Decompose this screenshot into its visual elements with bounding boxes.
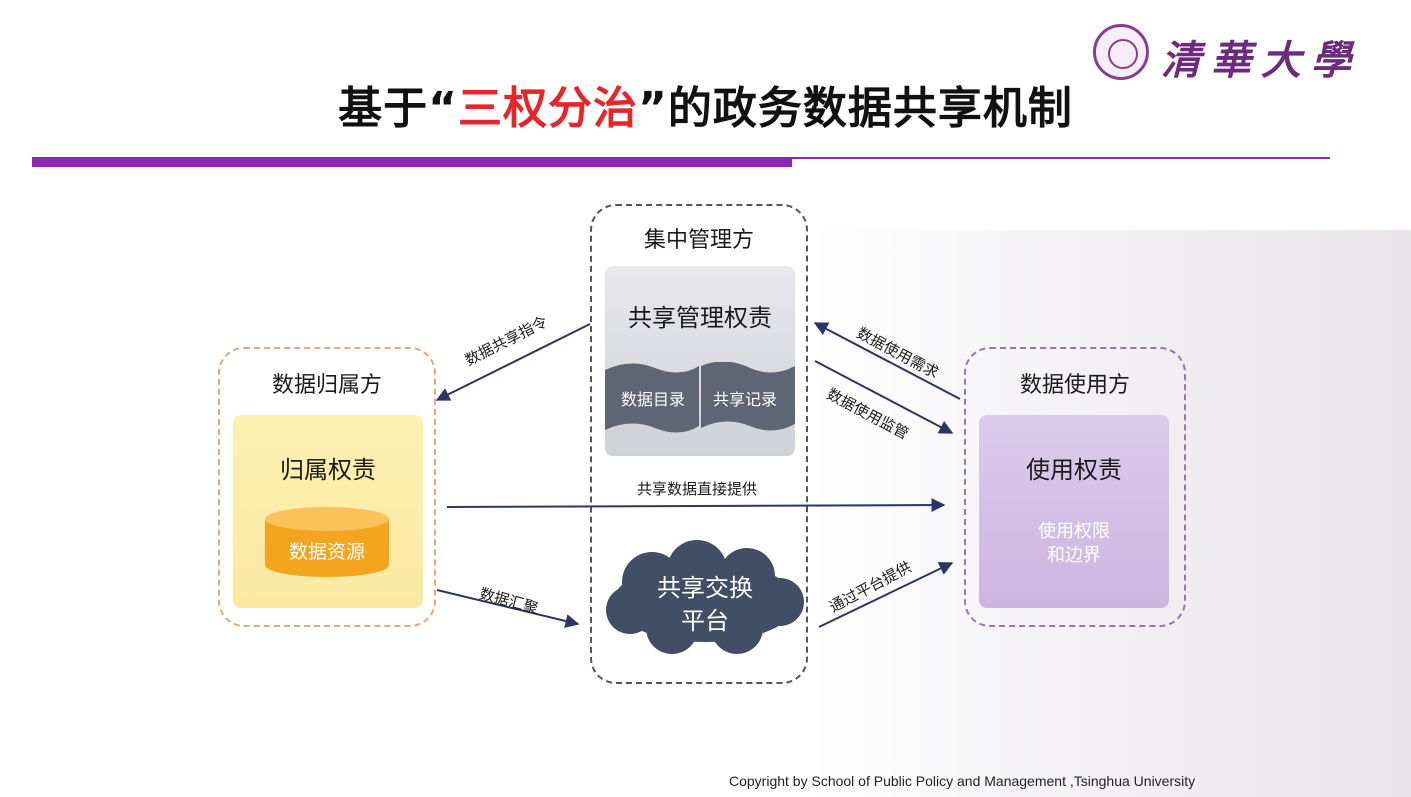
database-cylinder-icon <box>265 507 389 577</box>
user-dashed-box <box>964 347 1186 627</box>
scroll-banner-icon <box>605 362 795 433</box>
platform-provision-arrow <box>818 562 954 628</box>
platform-label-line2: 平台 <box>681 607 729 635</box>
data-resource-label: 数据资源 <box>288 541 365 563</box>
owner-dashed-box <box>218 347 436 627</box>
owner-title: 数据归属方 <box>271 373 382 398</box>
data-aggregation-arrow <box>436 589 580 628</box>
usage-scope-line2: 和边界 <box>1047 545 1101 566</box>
title-underline-thick <box>32 157 792 167</box>
slide-title: 基于“三权分治”的政务数据共享机制 <box>0 72 1411 136</box>
center-responsibility-label: 共享管理权责 <box>628 304 772 332</box>
exchange-platform-cloud-icon <box>606 540 804 654</box>
copyright-footer: Copyright by School of Public Policy and… <box>729 773 1196 789</box>
center-title: 集中管理方 <box>643 228 754 253</box>
usage-scope-line1: 使用权限 <box>1038 521 1110 542</box>
usage-demand-arrow <box>813 322 961 400</box>
data-catalog-label: 数据目录 <box>620 390 685 409</box>
user-responsibility-label: 使用权责 <box>1026 456 1122 484</box>
share-instruction-arrow <box>435 323 591 401</box>
platform-label-line1: 共享交换 <box>657 574 753 602</box>
center-dashed-box <box>590 204 808 684</box>
title-suffix: ”的政务数据共享机制 <box>638 83 1073 134</box>
logo-text: 清華大學 <box>1161 37 1361 84</box>
user-responsibility-panel <box>979 415 1169 608</box>
tsinghua-logo: 清華大學 <box>1093 22 1368 84</box>
direct-provision-label: 共享数据直接提供 <box>637 480 758 498</box>
title-prefix: 基于“ <box>338 83 458 134</box>
share-records-label: 共享记录 <box>712 390 777 409</box>
user-title: 数据使用方 <box>1019 373 1130 398</box>
title-underline-thin <box>792 157 1330 159</box>
direct-provision-arrow <box>446 498 946 513</box>
title-highlight: 三权分治 <box>458 83 638 134</box>
usage-supervision-arrow <box>814 360 954 434</box>
owner-responsibility-label: 归属权责 <box>280 456 376 484</box>
university-seal-icon <box>1093 24 1149 80</box>
